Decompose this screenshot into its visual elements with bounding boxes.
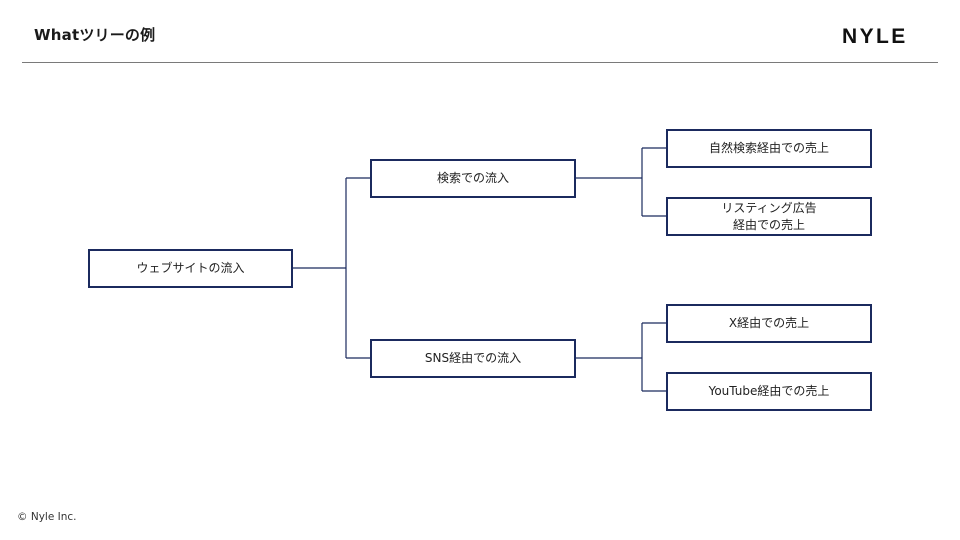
page-title: Whatツリーの例 xyxy=(34,26,156,44)
header-divider xyxy=(22,62,938,63)
tree-node-listing-ads: リスティング広告 経由での売上 xyxy=(666,197,872,236)
tree-node-youtube-label: YouTube経由での売上 xyxy=(708,384,830,399)
tree-node-sns-label: SNS経由での流入 xyxy=(424,351,522,366)
tree-node-x: X経由での売上 xyxy=(666,304,872,343)
tree-node-listing-ads-label: リスティング広告 経由での売上 xyxy=(721,201,817,232)
tree-node-sns: SNS経由での流入 xyxy=(370,339,576,378)
nyle-logo: NYLE xyxy=(842,25,908,48)
tree-node-search-label: 検索での流入 xyxy=(436,171,509,186)
tree-node-organic-search: 自然検索経由での売上 xyxy=(666,129,872,168)
footer-copyright: © Nyle Inc. xyxy=(17,511,77,523)
tree-node-x-label: X経由での売上 xyxy=(728,316,810,331)
tree-node-organic-search-label: 自然検索経由での売上 xyxy=(708,141,829,156)
tree-node-search: 検索での流入 xyxy=(370,159,576,198)
tree-node-youtube: YouTube経由での売上 xyxy=(666,372,872,411)
tree-node-root: ウェブサイトの流入 xyxy=(88,249,293,288)
tree-node-root-label: ウェブサイトの流入 xyxy=(136,261,245,276)
